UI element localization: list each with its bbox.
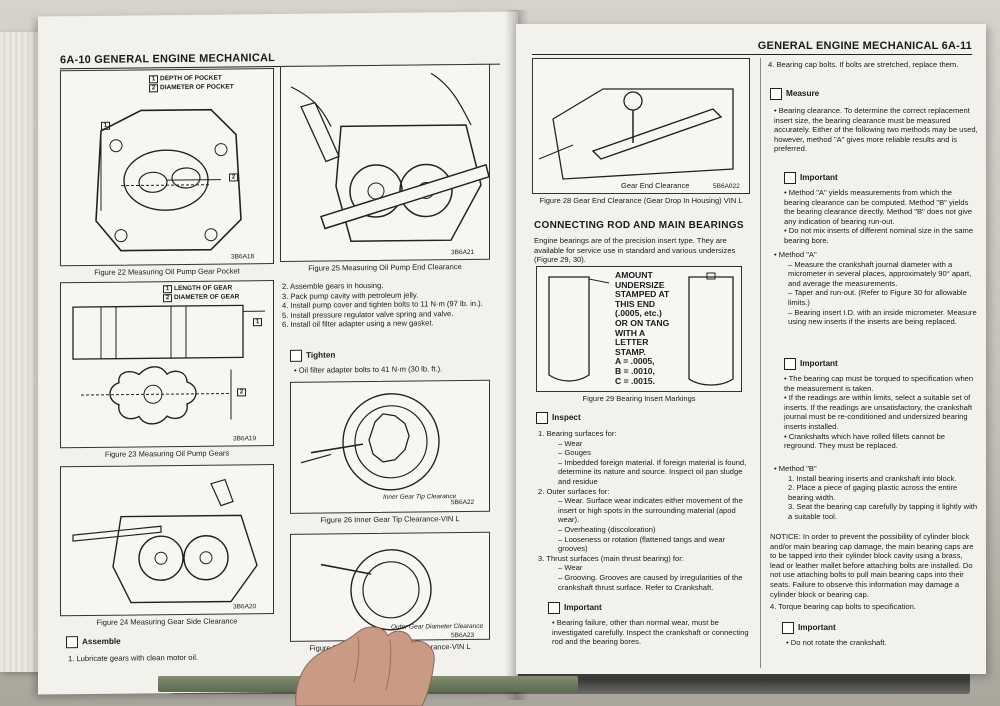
- figure-24: 3B6A20: [60, 464, 274, 617]
- assembly-steps: 2. Assemble gears in housing. 3. Pack pu…: [282, 280, 496, 330]
- fig23-callout: 1: [253, 317, 264, 327]
- info-icon: [782, 622, 794, 634]
- column-divider: [760, 58, 761, 668]
- important-heading-3: Important: [784, 358, 838, 370]
- section-intro: Engine bearings are of the precision ins…: [534, 236, 736, 265]
- undersize-stamp-note: AMOUNT UNDERSIZE STAMPED AT THIS END (.0…: [615, 270, 670, 386]
- fig22-callout: 2: [229, 172, 240, 182]
- wrench-icon: [290, 349, 302, 362]
- inspect-list: 1. Bearing surfaces for: – Wear – Gouges…: [538, 429, 747, 592]
- assemble-heading: Assemble: [66, 636, 121, 649]
- fig29-caption: Figure 29 Bearing Insert Markings: [582, 394, 696, 403]
- inspect-heading: Inspect: [536, 412, 581, 424]
- figure-27: Outer Gear Diameter Clearance 5B6A23: [290, 531, 490, 642]
- measure-icon: [770, 88, 782, 100]
- assemble-step: 1. Lubricate gears with clean motor oil.: [68, 652, 199, 664]
- method-a: • Method "A" – Measure the crankshaft jo…: [774, 250, 977, 327]
- torque-step: 4. Torque bearing cap bolts to specifica…: [770, 602, 916, 611]
- fig28-inner-label: Gear End Clearance: [621, 181, 690, 190]
- fig26-inner-label: Inner Gear Tip Clearance: [383, 493, 457, 501]
- figure-29: AMOUNT UNDERSIZE STAMPED AT THIS END (.0…: [536, 266, 742, 392]
- tighten-item: • Oil filter adapter bolts to 41 N·m (30…: [294, 364, 443, 375]
- fig28-code: 5B6A022: [713, 183, 740, 190]
- info-icon: [784, 358, 796, 370]
- important-note-4: • Do not rotate the crankshaft.: [786, 638, 887, 647]
- right-page: GENERAL ENGINE MECHANICAL 6A-11 Gear End…: [516, 24, 986, 674]
- fig26-code: 5B6A22: [451, 498, 475, 507]
- important-note-2: • Method "A" yields measurements from wh…: [784, 188, 974, 245]
- hand-holding-page: [295, 626, 435, 706]
- pump-gears-drawing: [72, 304, 265, 425]
- fig26-caption: Figure 26 Inner Gear Tip Clearance-VIN L: [320, 514, 460, 525]
- tighten-heading: Tighten: [290, 349, 335, 362]
- important-note-1: • Bearing failure, other than normal wea…: [552, 618, 749, 647]
- fig23-callout: 2: [237, 387, 248, 397]
- info-icon: [784, 172, 796, 184]
- figure-26: Inner Gear Tip Clearance 5B6A22: [290, 379, 490, 514]
- fig23-code: 3B6A19: [233, 435, 257, 443]
- measure-intro: • Bearing clearance. To determine the co…: [774, 106, 978, 154]
- outer-gear-diameter-drawing: [320, 549, 432, 631]
- notice-block: NOTICE: In order to prevent the possibil…: [770, 532, 974, 599]
- fig27-code: 5B6A23: [451, 631, 475, 640]
- important-heading-1: Important: [548, 602, 602, 614]
- bearing-cap-bolt-step: 4. Bearing cap bolts. If bolts are stret…: [768, 60, 959, 69]
- info-icon: [548, 602, 560, 614]
- bearing-insert-drawing: [548, 272, 734, 386]
- figure-28: Gear End Clearance 5B6A022: [532, 58, 750, 194]
- pump-end-clearance-drawing: [290, 72, 490, 242]
- fig25-code: 3B6A21: [451, 248, 475, 257]
- fig23-caption: Figure 23 Measuring Oil Pump Gears: [104, 448, 230, 459]
- important-heading-2: Important: [784, 172, 838, 184]
- gear-side-clearance-drawing: [72, 478, 258, 604]
- measure-heading: Measure: [770, 88, 819, 100]
- step: 6. Install oil filter adapter using a ne…: [282, 318, 434, 330]
- fig25-caption: Figure 25 Measuring Oil Pump End Clearan…: [308, 262, 462, 273]
- fig24-caption: Figure 24 Measuring Gear Side Clearance: [96, 616, 238, 627]
- fig22-caption: Figure 22 Measuring Oil Pump Gear Pocket: [94, 266, 240, 277]
- oil-pump-pocket-drawing: [95, 108, 242, 252]
- gear-end-clearance-drawing: [538, 88, 734, 180]
- fig28-caption: Figure 28 Gear End Clearance (Gear Drop …: [539, 196, 743, 205]
- fig22-code: 3B6A18: [231, 253, 255, 261]
- assemble-icon: [66, 636, 78, 649]
- section-title: CONNECTING ROD AND MAIN BEARINGS: [534, 220, 744, 231]
- important-note-3: • The bearing cap must be torqued to spe…: [784, 374, 974, 451]
- inner-gear-tip-drawing: [300, 393, 440, 491]
- fig24-code: 3B6A20: [233, 603, 257, 611]
- important-heading-4: Important: [782, 622, 836, 634]
- figure-25: 3B6A21: [280, 63, 490, 262]
- magnifier-icon: [536, 412, 548, 424]
- fig22-callout: 1: [101, 121, 112, 130]
- method-b: • Method "B" 1. Install bearing inserts …: [774, 464, 978, 521]
- right-running-head: GENERAL ENGINE MECHANICAL 6A-11: [532, 40, 972, 55]
